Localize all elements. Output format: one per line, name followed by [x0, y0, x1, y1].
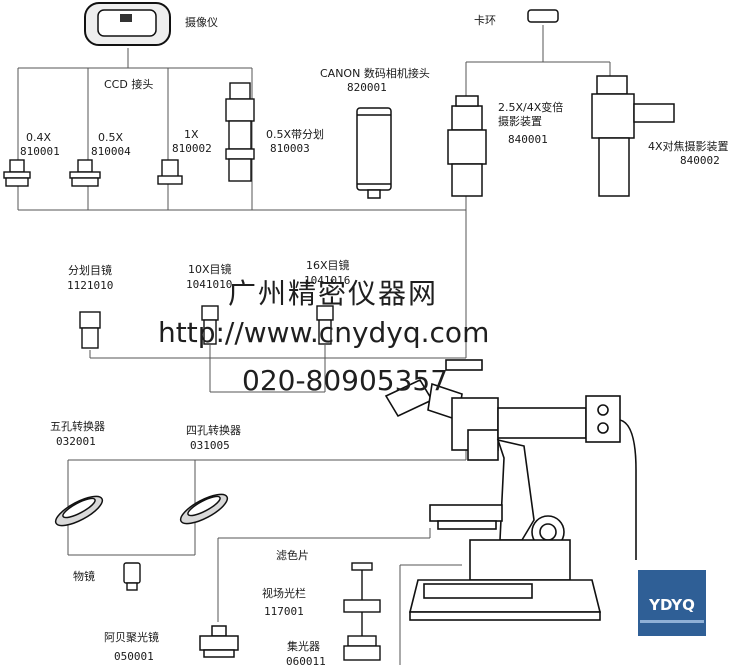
abbe-condenser-icon [199, 625, 239, 658]
adapter-0-5x-reticle-code: 810003 [270, 142, 310, 155]
reticle-eyepiece-icon [79, 311, 101, 349]
ring-icon [527, 9, 559, 23]
collector-code: 060011 [286, 655, 326, 668]
reticle-eyepiece-label: 分划目镜 [68, 264, 112, 277]
field-stop-code: 117001 [264, 605, 304, 618]
logo-text: YDYQ [649, 596, 695, 614]
zoom-device-label-line2: 摄影装置 [498, 115, 542, 128]
filter-icon [351, 562, 373, 600]
focus-device-label: 4X对焦摄影装置 [648, 140, 729, 153]
nosepiece-five-hole-label: 五孔转换器 [50, 420, 105, 433]
collector-lens-icon [343, 635, 381, 661]
camera-icon [84, 2, 171, 46]
adapter-1x-code: 810002 [172, 142, 212, 155]
watermark-company: 广州精密仪器网 [228, 277, 439, 310]
eyepiece-16x-label: 16X目镜 [306, 259, 350, 272]
microscope-body-icon [384, 359, 637, 621]
connector-lines [17, 25, 611, 665]
watermark-phone: 020-80905357 [242, 364, 449, 397]
eyepiece-10x-code: 1041010 [186, 278, 233, 291]
field-stop-label: 视场光栏 [262, 587, 306, 600]
ydyq-logo: YDYQ [638, 570, 706, 636]
zoom-device-code: 840001 [508, 133, 548, 146]
watermark-url: http://www.cnydyq.com [158, 316, 490, 349]
eyepiece-16x-code: 1041016 [304, 274, 351, 287]
ring-label: 卡环 [474, 14, 496, 27]
adapter-0-4x-icon [3, 159, 31, 187]
filter-label: 滤色片 [276, 549, 309, 562]
adapter-1x-icon [157, 159, 183, 185]
adapter-0-5x-reticle-label: 0.5X带分划 [266, 128, 325, 141]
canon-adapter-code: 820001 [347, 81, 387, 94]
nosepiece-five-hole-icon [54, 495, 104, 527]
ccd-label: CCD 接头 [104, 78, 154, 91]
abbe-condenser-label: 阿贝聚光镜 [104, 631, 159, 644]
objective-label: 物镜 [73, 570, 95, 583]
eyepiece-10x-label: 10X目镜 [188, 263, 232, 276]
adapter-0-5x-reticle-icon [225, 82, 255, 182]
eyepiece-10x-icon [201, 305, 219, 345]
canon-adapter-icon [356, 107, 392, 199]
focus-photo-device-icon [591, 75, 675, 197]
abbe-condenser-code: 050001 [114, 650, 154, 663]
nosepiece-four-hole-icon [179, 493, 229, 525]
nosepiece-five-hole-code: 032001 [56, 435, 96, 448]
canon-adapter-label: CANON 数码相机接头 [320, 67, 430, 80]
adapter-0-4x-label: 0.4X [26, 131, 52, 144]
adapter-0-5x-label: 0.5X [98, 131, 124, 144]
nosepiece-four-hole-label: 四孔转换器 [186, 424, 241, 437]
logo-stripe [640, 620, 704, 623]
eyepiece-16x-icon [316, 305, 334, 345]
reticle-eyepiece-code: 1121010 [67, 279, 114, 292]
focus-device-code: 840002 [680, 154, 720, 167]
adapter-0-5x-code: 810004 [91, 145, 131, 158]
adapter-0-5x-icon [69, 159, 101, 187]
adapter-1x-label: 1X [184, 128, 199, 141]
adapter-0-4x-code: 810001 [20, 145, 60, 158]
collector-label: 集光器 [287, 640, 320, 653]
objective-lens-icon [123, 562, 141, 591]
zoom-photo-device-icon [447, 95, 487, 197]
nosepiece-four-hole-code: 031005 [190, 439, 230, 452]
zoom-device-label-line1: 2.5X/4X变倍 [498, 101, 564, 114]
camera-label: 摄像仪 [185, 16, 218, 29]
field-stop-icon [343, 599, 381, 636]
